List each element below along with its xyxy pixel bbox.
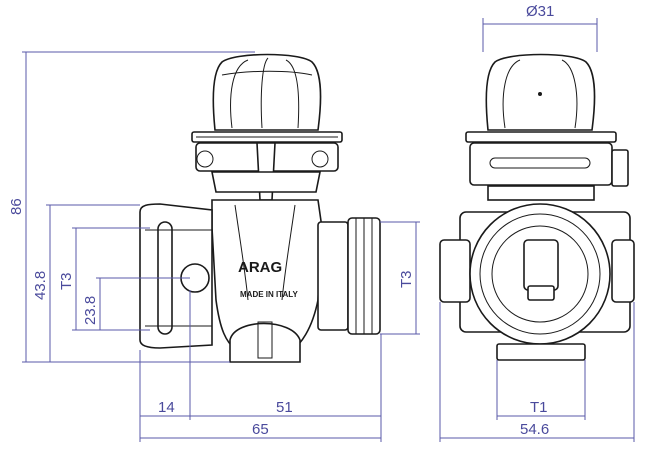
dim-width-right-part: 51: [276, 399, 293, 416]
dim-thread-left: T3: [58, 272, 75, 290]
front-knob: [212, 53, 322, 131]
front-bottom-lug: [229, 322, 301, 363]
dim-height-axis: 23.8: [82, 296, 99, 325]
dim-width-left-part: 14: [158, 399, 175, 416]
origin-mark: MADE IN ITALY: [240, 290, 298, 299]
brand-mark: ARAG: [238, 259, 282, 276]
side-view: [439, 53, 635, 361]
dim-width-total-side: 54.6: [520, 421, 549, 438]
front-neck: [211, 171, 321, 193]
side-bottom-lug: [496, 343, 586, 361]
dim-height-total: 86: [8, 198, 25, 215]
dimension-lines: [22, 18, 635, 442]
dim-top-diameter: Ø31: [526, 3, 554, 20]
front-right-port: [317, 221, 349, 331]
dim-thread-right: T3: [398, 270, 415, 288]
dim-thread-bottom: T1: [530, 399, 548, 416]
dim-height-body: 43.8: [32, 271, 49, 300]
front-view: ARAG MADE IN ITALY: [139, 53, 381, 363]
side-collar: [469, 142, 613, 186]
dim-width-total-front: 65: [252, 421, 269, 438]
